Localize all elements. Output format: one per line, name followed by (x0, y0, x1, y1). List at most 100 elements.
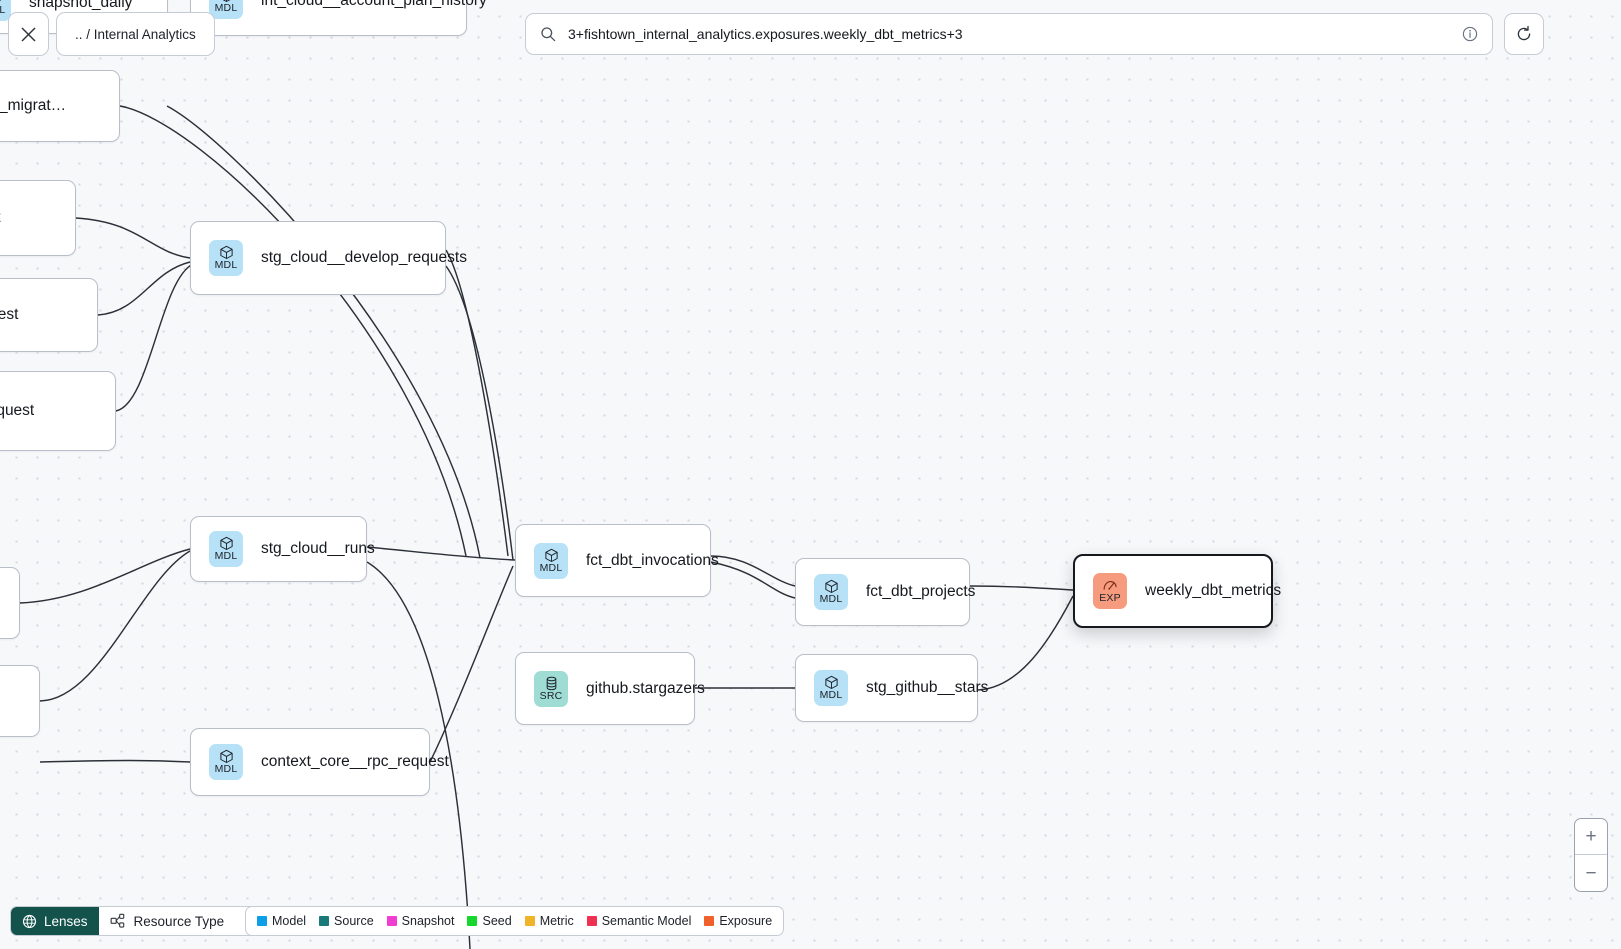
graph-node-fct_dbt_invocations[interactable]: MDL fct_dbt_invocations (515, 524, 719, 597)
node-label: multicell_migrat… (0, 97, 67, 114)
node-badge-label: MDL (214, 763, 238, 775)
resource-type-legend: Model Source Snapshot Seed Metric Semantic Mo… (245, 906, 785, 936)
exposure-gauge-icon (1103, 581, 1117, 590)
close-button[interactable] (8, 12, 49, 56)
lineage-edge (710, 561, 796, 599)
node-label: github.stargazers (586, 679, 705, 697)
node-label: _develop_request (0, 402, 35, 419)
cube-icon (222, 0, 230, 2)
node-badge-label: MDL (214, 259, 238, 271)
graph-node-op_request[interactable]: MDLop_request (0, 180, 76, 256)
legend-item-metric[interactable]: Metric (524, 914, 574, 928)
refresh-icon (1517, 25, 1531, 41)
refresh-button[interactable] (1504, 13, 1544, 55)
legend-swatch (386, 916, 397, 926)
legend-item-exposure[interactable]: Exposure (704, 914, 772, 928)
cube-icon (544, 548, 558, 562)
node-label: fct_dbt_invocations (586, 551, 719, 569)
database-icon (546, 676, 556, 690)
lineage-edge (115, 263, 194, 412)
node-label: context_core__rpc_request (261, 753, 449, 770)
node-badge-mdl: MDL (209, 0, 243, 19)
graph-node-stg_cloud_develop_requests[interactable]: MDL stg_cloud__develop_requests (190, 221, 467, 295)
resource-type-label: Resource Type (133, 913, 225, 929)
node-badge-mdl: MDL (209, 240, 243, 276)
node-badge-mdl: MDL (534, 542, 568, 579)
lenses-control-group[interactable]: Lenses Resource Type (10, 906, 269, 936)
graph-node-weekly_dbt_metrics[interactable]: EXP weekly_dbt_metrics (1073, 554, 1281, 628)
graph-node-stg_github_stars[interactable]: MDL stg_github__stars (795, 654, 988, 722)
node-badge-label: MDL (819, 689, 843, 701)
legend-swatch (586, 916, 597, 926)
cube-icon (219, 536, 233, 550)
legend-label: Snapshot (401, 914, 455, 928)
legend-item-semantic-model[interactable]: Semantic Model (586, 914, 691, 928)
minus-icon: − (1585, 862, 1597, 884)
legend-swatch (704, 916, 715, 926)
legend-item-source[interactable]: Source (319, 914, 374, 928)
legend-label: Source (334, 914, 374, 928)
legend-label: Seed (482, 914, 512, 928)
legend-label: Metric (539, 914, 574, 928)
graph-node-context_core_rpc_request[interactable]: MDL context_core__rpc_request (190, 728, 449, 796)
zoom-controls[interactable]: + − (1574, 818, 1608, 892)
cube-icon (824, 579, 838, 593)
legend-item-seed[interactable]: Seed (467, 914, 512, 928)
search-icon (541, 27, 556, 42)
lineage-edge (19, 548, 191, 604)
cube-icon (219, 245, 233, 259)
lineage-edge (710, 555, 796, 587)
node-badge-label: MDL (819, 593, 843, 605)
legend-swatch (319, 916, 330, 926)
node-label: stg_cloud__runs (261, 540, 375, 557)
breadcrumb-label: .. / Internal Analytics (75, 26, 196, 42)
zoom-in-button[interactable]: + (1575, 819, 1607, 855)
lens-icon (22, 914, 37, 928)
lineage-search-bar[interactable]: 3+fishtown_internal_analytics.exposures.… (525, 13, 1493, 55)
search-input[interactable]: 3+fishtown_internal_analytics.exposures.… (568, 26, 963, 42)
node-badge-mdl: MDL (209, 744, 243, 780)
node-label: op_request (0, 209, 1, 227)
legend-swatch (524, 916, 535, 926)
graph-node-velop_request[interactable]: MDLvelop_request (0, 278, 98, 352)
lenses-label: Lenses (44, 913, 88, 929)
node-badge-label: MDL (214, 550, 238, 562)
legend-item-model[interactable]: Model (257, 914, 306, 928)
node-label: stg_github__stars (866, 679, 989, 696)
lineage-edge (445, 265, 514, 561)
graph-node-develop_request[interactable]: MDL_develop_request (0, 371, 116, 451)
lineage-edge (445, 249, 509, 557)
plus-icon: + (1585, 826, 1597, 847)
lineage-edge (977, 595, 1074, 691)
node-badge-label: MDL (214, 2, 238, 14)
node-label: int_cloud__account_plan_history (261, 0, 487, 9)
zoom-out-button[interactable]: − (1575, 855, 1607, 891)
resource-type-icon (110, 913, 124, 928)
lineage-edge (119, 105, 467, 557)
node-label: snapshot_daily (29, 0, 133, 11)
lenses-button[interactable]: Lenses (11, 907, 99, 935)
legend-label: Exposure (719, 914, 773, 928)
graph-node-left_run[interactable]: MDL_run (0, 665, 40, 737)
node-badge-mdl: MDL (814, 670, 848, 706)
close-icon (21, 26, 36, 42)
graph-node-multicell_migrat[interactable]: MDLmulticell_migrat… (0, 70, 120, 142)
graph-node-int_cloud_account_plan[interactable]: MDL int_cloud__account_plan_history (190, 0, 487, 36)
lineage-edge (429, 565, 514, 763)
breadcrumb[interactable]: .. / Internal Analytics (56, 12, 215, 56)
lineage-edge (39, 550, 191, 702)
node-label: stg_cloud__develop_requests (261, 249, 467, 266)
node-badge-label: EXP (1099, 592, 1121, 604)
legend-swatch (257, 916, 267, 926)
info-icon[interactable] (1462, 26, 1478, 42)
node-label: weekly_dbt_metrics (1145, 582, 1282, 599)
graph-node-stg_cloud_runs[interactable]: MDL stg_cloud__runs (190, 516, 375, 582)
legend-item-snapshot[interactable]: Snapshot (386, 914, 455, 928)
graph-node-n_left_mid[interactable]: MDLn (0, 567, 20, 639)
lineage-edge (366, 546, 516, 561)
resource-type-dropdown[interactable]: Resource Type (98, 907, 268, 935)
